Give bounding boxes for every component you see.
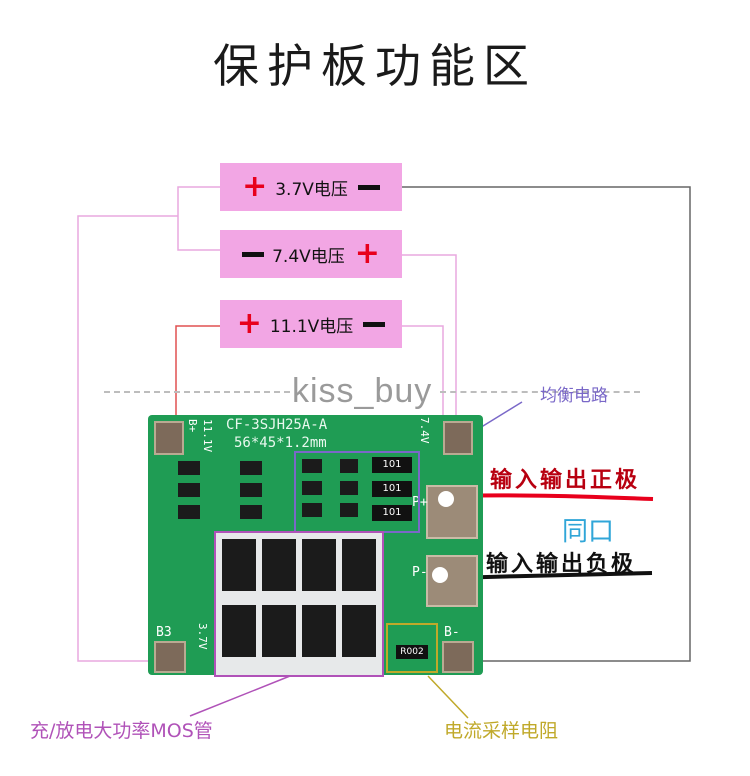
shunt-outline: R002 — [386, 623, 438, 673]
label-b3: B3 — [156, 625, 172, 640]
voltage-label: 3.7V电压 — [275, 179, 348, 200]
label-b-minus: B- — [444, 625, 460, 640]
voltage-label: 7.4V电压 — [272, 246, 345, 267]
ic-cluster-left — [178, 461, 288, 531]
positive-terminal-dot — [438, 491, 454, 507]
minus-sign — [357, 184, 380, 190]
label-7-4v: 7.4V — [418, 417, 431, 444]
voltage-box-7-4v: 7.4V电压 + — [220, 230, 402, 278]
shunt-resistor: R002 — [396, 645, 428, 659]
minus-sign — [242, 251, 265, 257]
label-3-7v: 3.7V — [196, 623, 209, 650]
page-title: 保护板功能区 — [213, 39, 537, 93]
positive-terminal-label: 输入输出正极 — [490, 467, 641, 493]
pad-p-minus — [426, 555, 478, 607]
resistor-2: 101 — [372, 481, 412, 497]
resistor-3: 101 — [372, 505, 412, 521]
board-size: 56*45*1.2mm — [234, 435, 327, 451]
balance-circuit-label: 均衡电路 — [540, 386, 608, 406]
balance-circuit-outline: 101 101 101 — [294, 451, 420, 533]
minus-sign — [363, 321, 386, 327]
protection-board: CF-3SJH25A-A 56*45*1.2mm B+ 11.1V 7.4V B… — [148, 415, 483, 677]
label-b-plus: B+ — [186, 419, 199, 433]
negative-terminal-label: 输入输出负极 — [486, 551, 637, 577]
pad-b3 — [154, 641, 186, 673]
resistor-1: 101 — [372, 457, 412, 473]
plus-sign: + — [236, 306, 262, 341]
plus-sign: + — [242, 169, 268, 204]
pad-b-plus — [154, 421, 184, 455]
same-port-label: 同口 — [562, 517, 615, 547]
shunt-label: 电流采样电阻 — [444, 720, 559, 742]
voltage-box-3-7v: + 3.7V电压 — [220, 163, 402, 211]
negative-terminal-dot — [432, 567, 448, 583]
label-11-1v: 11.1V — [201, 419, 214, 453]
pad-b-minus — [442, 641, 474, 673]
label-p-minus: P- — [412, 565, 428, 580]
watermark-dash-right — [440, 391, 640, 393]
watermark-dash-left — [104, 391, 290, 393]
board-model: CF-3SJH25A-A — [226, 417, 328, 433]
pad-b2 — [443, 421, 473, 455]
mos-outline — [214, 531, 384, 677]
voltage-box-11-1v: + 11.1V电压 — [220, 300, 402, 348]
plus-sign: + — [354, 236, 380, 271]
mos-label: 充/放电大功率MOS管 — [30, 720, 213, 742]
voltage-label: 11.1V电压 — [269, 316, 354, 337]
watermark: kiss_buy — [292, 372, 433, 410]
